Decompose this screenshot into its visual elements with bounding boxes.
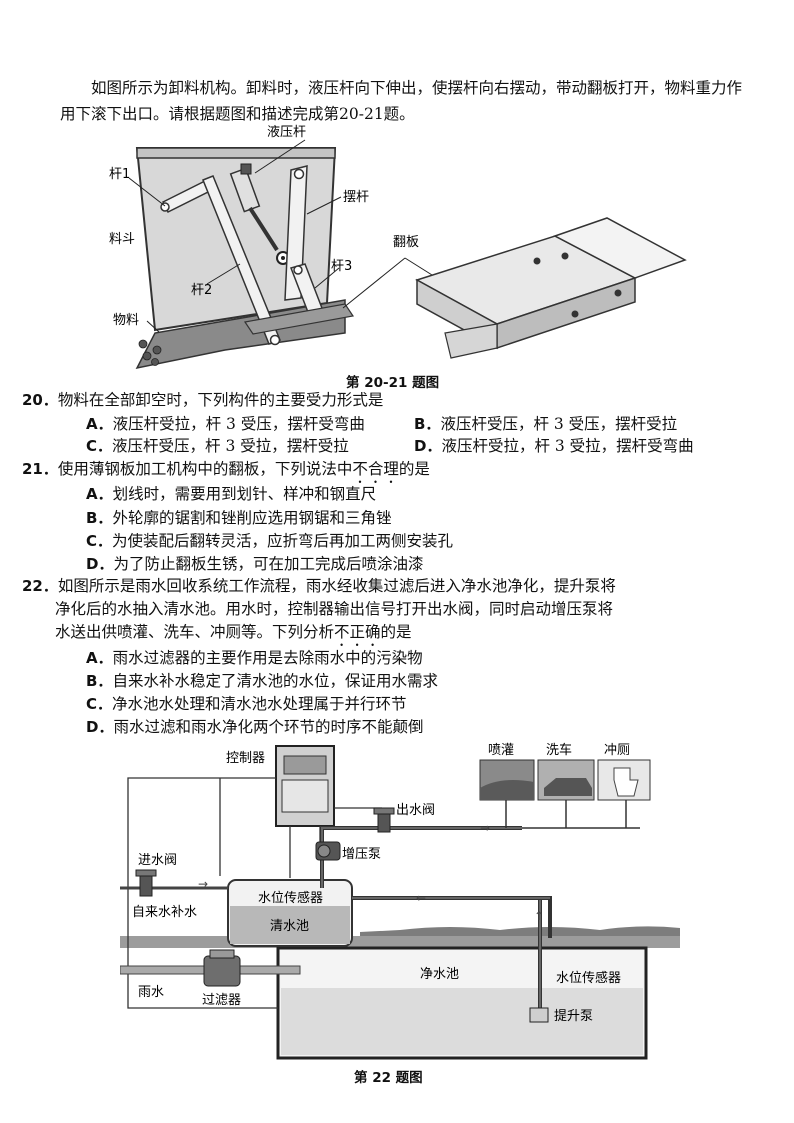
label-toilet: 冲厕 <box>604 743 630 758</box>
hydraulic-rod-part <box>229 163 290 265</box>
q20-option-c: C．液压杆受压，杆 3 受拉，摆杆受拉 <box>86 437 349 455</box>
label-flap: 翻板 <box>393 235 419 250</box>
svg-text:↑: ↑ <box>534 909 544 923</box>
svg-text:←: ← <box>416 891 426 905</box>
label-outlet-valve: 出水阀 <box>396 803 435 818</box>
q22-stem-line1: 22．如图所示是雨水回收系统工作流程，雨水经收集过滤后进入净水池净化，提升泵将 <box>22 577 616 595</box>
q20-option-b: B．液压杆受压，杆 3 受压，摆杆受拉 <box>414 415 678 433</box>
label-rod1: 杆1 <box>109 167 130 182</box>
label-lift-pump: 提升泵 <box>554 1008 593 1024</box>
q22-option-a: A．雨水过滤器的主要作用是去除雨水中的污染物 <box>86 649 423 667</box>
label-booster-pump: 增压泵 <box>342 847 381 862</box>
label-material: 物料 <box>113 313 139 328</box>
q20-option-d: D．液压杆受拉，杆 3 受拉，摆杆受弯曲 <box>414 437 694 455</box>
q21-option-b: B．外轮廓的锯割和锉削应选用钢锯和三角锉 <box>86 509 392 527</box>
label-car-wash: 洗车 <box>546 742 572 758</box>
q22-stem-line3: 水送出供喷灌、洗车、冲厕等。下列分析不正确的是 <box>55 623 412 641</box>
q21-option-d: D．为了防止翻板生锈，可在加工完成后喷涂油漆 <box>86 555 424 573</box>
label-level-sensor-2: 水位传感器 <box>556 970 621 986</box>
q22-option-d: D．雨水过滤和雨水净化两个环节的时序不能颠倒 <box>86 718 424 736</box>
figure2-caption: 第 22 题图 <box>354 1070 423 1086</box>
label-swing-rod: 摆杆 <box>343 190 369 205</box>
label-controller: 控制器 <box>226 751 265 766</box>
q21-emphasis: 不合理 <box>352 460 399 478</box>
q22-stem-line2: 净化后的水抽入清水池。用水时，控制器输出信号打开出水阀，同时启动增压泵将 <box>55 600 614 618</box>
intro-paragraph: 如图所示为卸料机构。卸料时，液压杆向下伸出，使摆杆向右摆动，带动翻板打开，物料重… <box>60 79 743 123</box>
label-rod2: 杆2 <box>191 283 212 298</box>
figure1-caption: 第 20-21 题图 <box>346 375 440 391</box>
label-rain: 雨水 <box>138 985 164 1000</box>
q21-option-a: A．划线时，需要用到划针、样冲和钢直尺 <box>86 485 377 503</box>
label-rod3: 杆3 <box>331 259 352 274</box>
label-level-sensor-1: 水位传感器 <box>258 890 323 906</box>
q20-number: 20． <box>22 391 58 409</box>
label-tap-supply: 自来水补水 <box>132 905 197 920</box>
figure-unloading-mechanism: 液压杆 杆1 摆杆 料斗 杆3 杆2 物料 翻板 <box>109 125 687 370</box>
q21-option-c: C．为使装配后翻转灵活，应折弯后再加工两侧安装孔 <box>86 532 454 550</box>
outlet-valve-part <box>373 807 395 833</box>
lift-pump-part <box>529 1007 549 1023</box>
q21-number: 21． <box>22 460 58 478</box>
flap-part <box>415 217 687 359</box>
label-hopper: 料斗 <box>109 232 135 247</box>
label-inlet-valve: 进水阀 <box>138 853 177 868</box>
figure-rainwater-system: → ← ↑ → → 控制器 出水阀 增压泵 进水阀 自来水补水 水位传感器 清水… <box>120 742 680 1060</box>
label-purify-pool: 净水池 <box>420 967 459 982</box>
filter-part <box>203 949 241 987</box>
label-filter: 过滤器 <box>202 993 241 1008</box>
q22-option-b: B．自来水补水稳定了清水池的水位，保证用水需求 <box>86 672 438 690</box>
q20-text: 物料在全部卸空时，下列构件的主要受力形式是 <box>57 391 384 409</box>
label-clear-pool: 清水池 <box>270 919 309 934</box>
svg-text:→: → <box>480 821 490 835</box>
q21-stem: 21．使用薄钢板加工机构中的翻板，下列说法中不合理的是 <box>22 460 430 478</box>
label-hydraulic-rod: 液压杆 <box>267 125 306 140</box>
q22-number: 22． <box>22 577 58 595</box>
booster-pump-part <box>315 841 341 861</box>
q20-stem: 20．物料在全部卸空时，下列构件的主要受力形式是 <box>22 389 383 411</box>
label-sprinkler: 喷灌 <box>488 743 514 758</box>
q20-option-a: A．液压杆受拉，杆 3 受压，摆杆受弯曲 <box>86 415 365 433</box>
svg-text:→: → <box>198 877 208 891</box>
inlet-valve-part <box>135 869 157 897</box>
q22-option-c: C．净水池水处理和清水池水处理属于并行环节 <box>86 695 407 713</box>
q22-emphasis: 不正确 <box>334 623 381 641</box>
